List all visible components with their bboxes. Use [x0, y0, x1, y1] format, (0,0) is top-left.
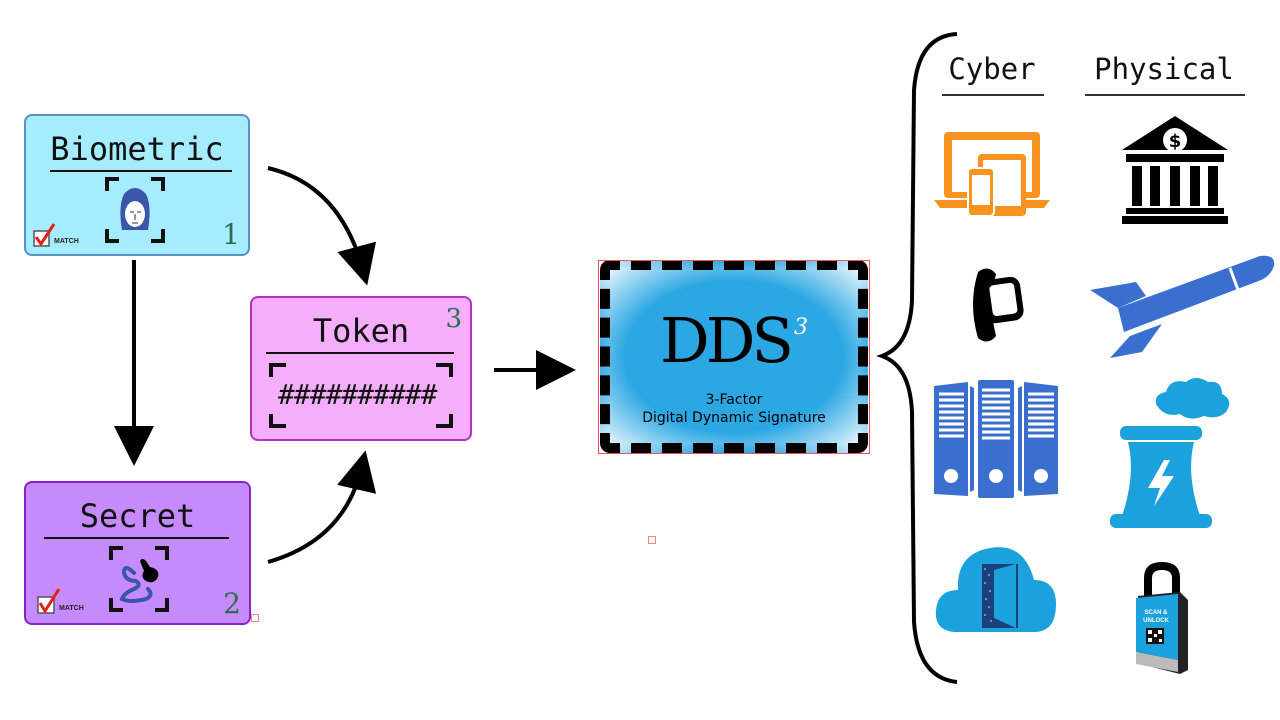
multi-device-icon — [934, 132, 1050, 217]
smartwatch-icon — [973, 268, 1024, 342]
match-checkbox-icon — [33, 223, 56, 247]
padlock-icon: SCAN & UNLOCK — [1136, 562, 1188, 674]
token-code-frame-icon — [269, 363, 453, 428]
secret-number: 2 — [223, 587, 241, 620]
biometric-factor-card: Biometric MATCH 1 — [24, 114, 250, 256]
physical-header: Physical — [1094, 52, 1234, 86]
token-factor-card: Token 3 ########## — [250, 296, 472, 441]
arrow-secret-to-token — [267, 450, 377, 564]
secret-title-rule — [44, 537, 229, 539]
curly-brace — [876, 32, 958, 684]
physical-header-rule — [1085, 94, 1245, 96]
secret-factor-card: Secret MATCH 2 — [24, 481, 251, 625]
server-rack-icon — [934, 380, 1058, 498]
biometric-title: Biometric — [50, 130, 224, 168]
match-checkbox-icon — [37, 588, 61, 614]
biometric-match-label: MATCH — [54, 238, 79, 245]
padlock-text-2: UNLOCK — [1143, 618, 1169, 624]
token-title: Token — [312, 312, 410, 350]
bank-icon: $ — [1122, 116, 1228, 224]
dds-subtitle-line1: 3-Factor — [705, 392, 763, 408]
cyber-header: Cyber — [948, 52, 1036, 86]
selection-handle — [648, 536, 656, 544]
rocket-icon — [1090, 255, 1275, 358]
secret-title: Secret — [79, 497, 196, 535]
token-number: 3 — [445, 304, 462, 334]
cyber-header-rule — [942, 94, 1044, 96]
biometric-number: 1 — [222, 218, 240, 251]
swipe-pattern-icon — [109, 546, 169, 612]
svg-text:$: $ — [1169, 131, 1182, 152]
dds-title: DDS — [660, 304, 794, 377]
arrow-biometric-to-token — [267, 166, 377, 286]
biometric-title-rule — [50, 170, 232, 172]
token-title-rule — [266, 352, 454, 354]
dds-subtitle-line2: Digital Dynamic Signature — [642, 410, 826, 426]
cloud-door-icon — [935, 547, 1056, 632]
face-scan-icon — [105, 177, 165, 243]
power-plant-icon — [1110, 378, 1230, 528]
secret-match-label: MATCH — [59, 605, 84, 612]
token-code: ########## — [278, 378, 438, 411]
selection-handle — [251, 614, 259, 622]
padlock-text-1: SCAN & — [1144, 610, 1168, 616]
dds-superscript: 3 — [793, 315, 808, 340]
